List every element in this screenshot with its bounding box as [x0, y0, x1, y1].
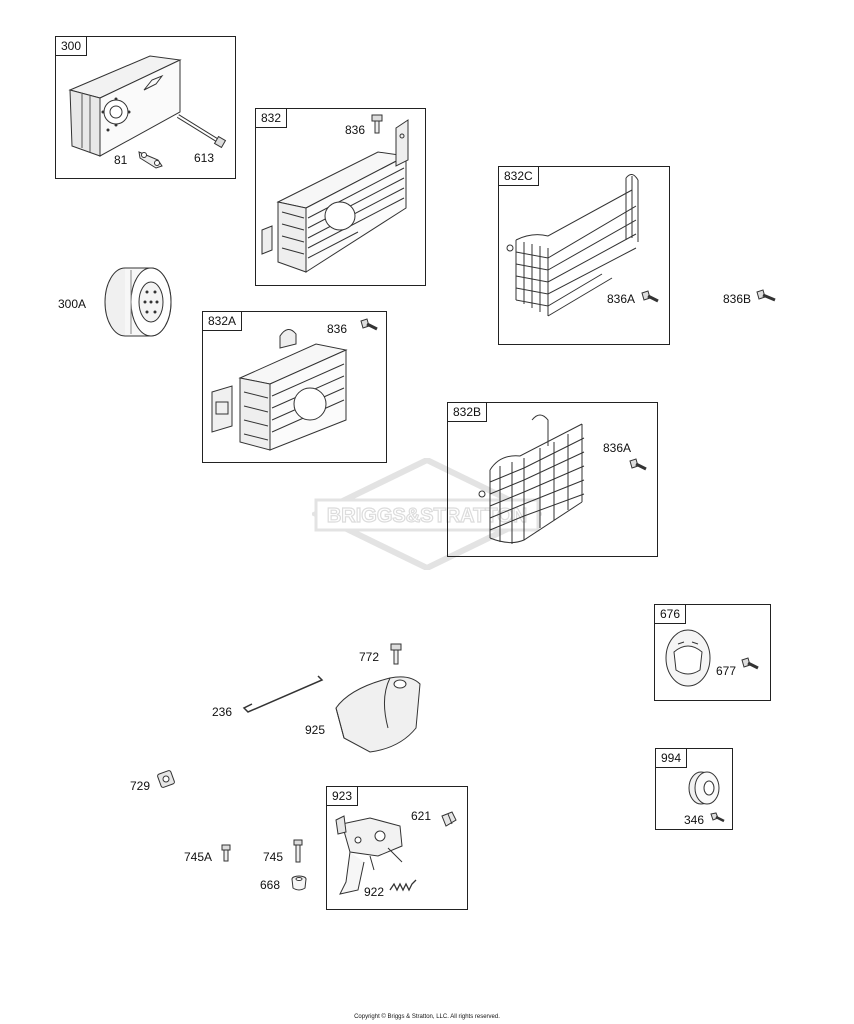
wire-guard-832b-illustration — [470, 410, 600, 550]
part-number-tag: 300 — [56, 37, 88, 56]
part-label-922: 922 — [364, 885, 385, 899]
screw-836a-icon — [640, 290, 660, 306]
part-label-81: 81 — [114, 153, 128, 167]
part-label-925: 925 — [305, 723, 326, 737]
part-box-676[interactable]: 676 — [654, 604, 771, 701]
screw-836b-icon — [755, 289, 777, 305]
part-label-668: 668 — [260, 878, 281, 892]
part-label-836a: 836A — [607, 292, 636, 306]
copyright-notice: Copyright © Briggs & Stratton, LLC. All … — [354, 1014, 500, 1020]
part-label-621: 621 — [411, 809, 432, 823]
screw-772-icon — [389, 642, 403, 666]
part-box-832b[interactable]: 832B — [447, 402, 658, 557]
pipe-613 — [174, 112, 230, 148]
part-number-tag: 832A — [203, 312, 243, 331]
part-label-836b: 836B — [723, 292, 752, 306]
spring-922-icon — [388, 874, 418, 894]
muffler-guard-832-illustration — [258, 112, 424, 284]
screw-745a-icon — [220, 843, 232, 863]
flange-994-illustration — [683, 768, 727, 808]
part-label-300a: 300A — [58, 297, 87, 311]
rod-236-illustration — [238, 672, 324, 718]
part-number-tag: 832C — [499, 167, 539, 186]
part-box-832[interactable]: 832 — [255, 108, 426, 286]
part-label-677: 677 — [716, 664, 737, 678]
part-number-tag: 923 — [327, 787, 359, 806]
part-number-tag: 832 — [256, 109, 288, 128]
watermark-logo: BRIGGS&STRATTON — [312, 458, 542, 570]
part-label-613: 613 — [194, 151, 215, 165]
part-box-300[interactable]: 300 — [55, 36, 236, 179]
part-box-923[interactable]: 923 — [326, 786, 468, 910]
clip-621-icon — [438, 810, 460, 830]
part-box-832a[interactable]: 832A — [202, 311, 387, 463]
part-box-994[interactable]: 994 — [655, 748, 733, 830]
part-number-tag: 676 — [655, 605, 687, 624]
screw-346-icon — [709, 812, 725, 826]
muffler-guard-832a-illustration — [206, 322, 386, 458]
screw-745-icon — [292, 838, 304, 864]
part-number-tag: 832B — [448, 403, 488, 422]
part-label-729: 729 — [130, 779, 151, 793]
part-label-745: 745 — [263, 850, 284, 864]
part-label-745a: 745A — [184, 850, 213, 864]
muffler-illustration — [60, 50, 240, 170]
part-label-836a: 836A — [603, 441, 632, 455]
part-number-tag: 994 — [656, 749, 688, 768]
heat-shield-925-illustration — [330, 668, 430, 758]
gasket-676-illustration — [662, 622, 722, 692]
screw-836-icon — [359, 318, 379, 334]
control-bracket-923-illustration — [330, 812, 410, 898]
muffler-300a-illustration — [95, 262, 179, 342]
part-label-836: 836 — [327, 322, 348, 336]
part-label-836: 836 — [345, 123, 366, 137]
part-label-772: 772 — [359, 650, 380, 664]
screw-836a-icon — [628, 458, 648, 474]
wire-guard-832c-illustration — [502, 170, 668, 330]
exhaust-gasket-81 — [136, 146, 166, 170]
clip-729-icon — [156, 768, 178, 790]
screw-836-icon — [370, 113, 384, 135]
screw-677-icon — [740, 657, 760, 673]
part-label-236: 236 — [212, 705, 233, 719]
part-box-832c[interactable]: 832C — [498, 166, 670, 345]
bushing-668-icon — [290, 874, 308, 892]
watermark-text: BRIGGS&STRATTON — [327, 505, 527, 527]
part-label-346: 346 — [684, 813, 705, 827]
